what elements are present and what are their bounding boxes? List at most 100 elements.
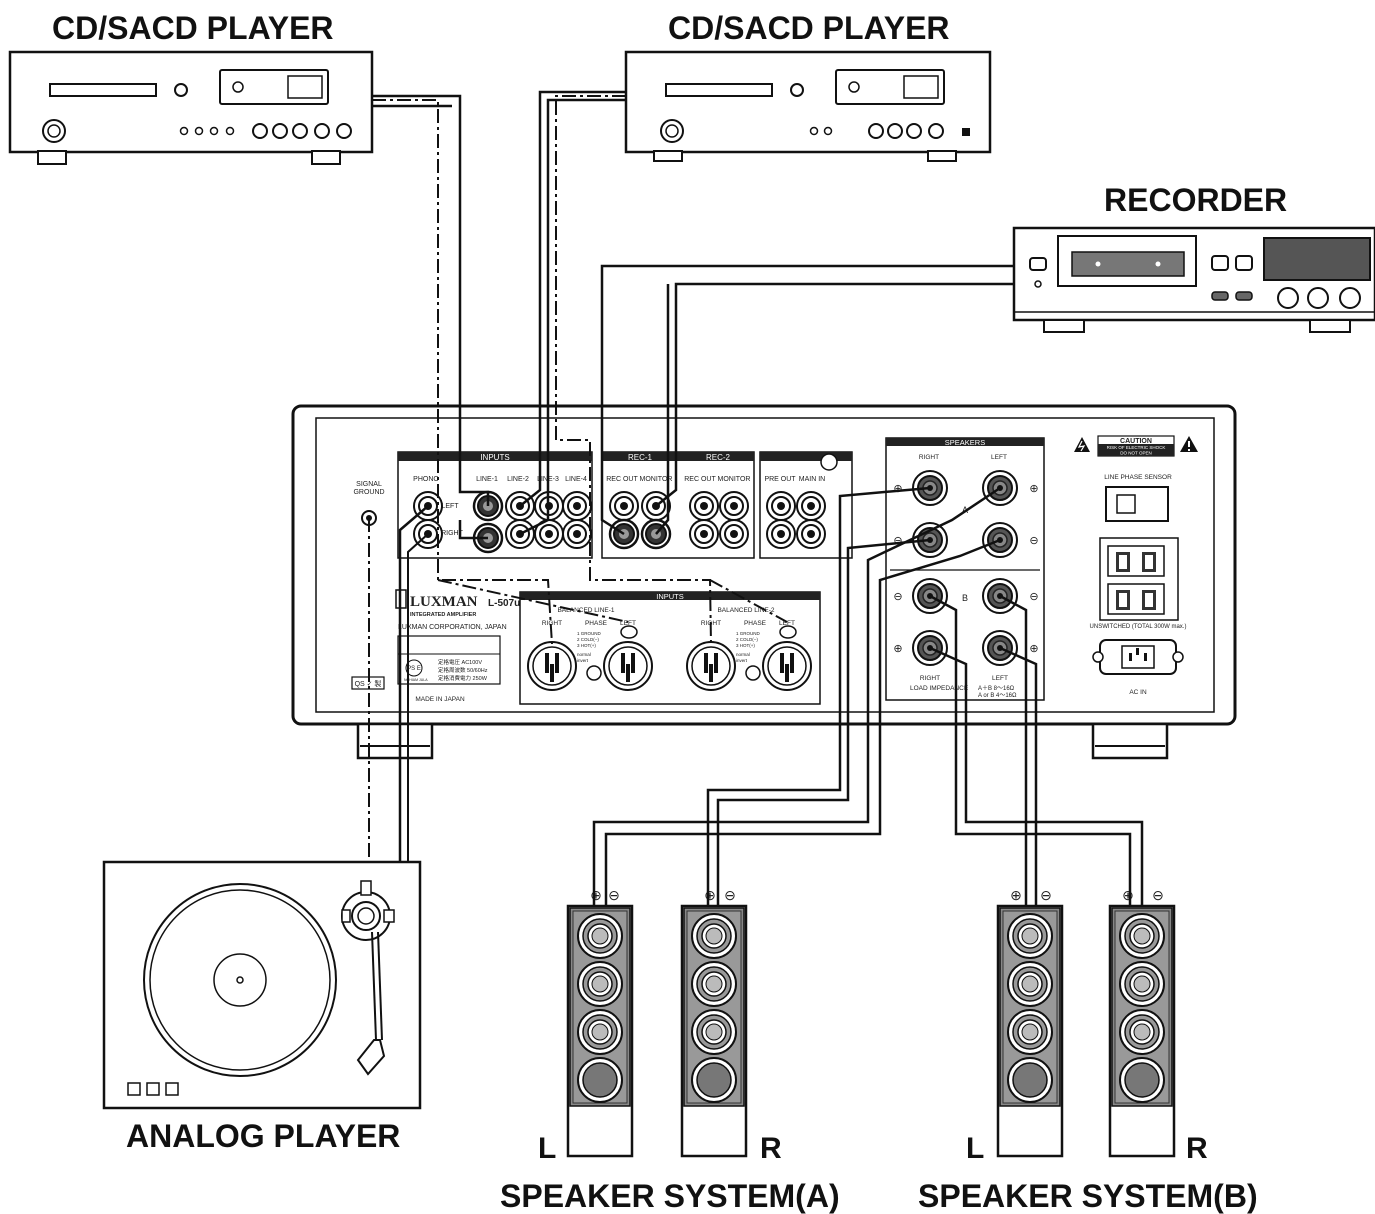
bal2-right-xlr[interactable]: [686, 641, 736, 691]
phono-label: PHONO: [413, 476, 439, 483]
pre-out-right-jack[interactable]: [766, 519, 796, 549]
rec2-monitor-left-jack[interactable]: [719, 491, 749, 521]
balanced2-label: BALANCED LINE-2: [717, 607, 774, 614]
cd-player-2-label: CD/SACD PLAYER: [668, 10, 950, 46]
minus-mark: ⊖: [608, 887, 620, 903]
left-label: LEFT: [441, 503, 459, 510]
bal2-normal: normal: [736, 652, 750, 657]
bal2-left-xlr[interactable]: [762, 641, 812, 691]
bal1-left-xlr[interactable]: [603, 641, 653, 691]
speakers-title: SPEAKERS: [945, 438, 985, 447]
amplifier-rear-panel: SIGNAL GROUND INPUTS PHONO LINE-1 LINE-2…: [291, 404, 1237, 760]
rec1-out-label: REC OUT: [606, 476, 638, 483]
integrated-label: INTEGRATED AMPLIFIER: [410, 612, 476, 618]
signal-ground-label-2: GROUND: [353, 489, 384, 496]
speaker-b-right-label: RIGHT: [920, 675, 940, 682]
speaker-a-right: [682, 906, 746, 1156]
signal-ground-label: SIGNAL: [356, 481, 382, 488]
speaker-b-right-marker: R: [1186, 1132, 1208, 1165]
minus-mark: ⊖: [893, 535, 902, 547]
pse-label: PS E: [407, 666, 421, 672]
unswitched-label: UNSWITCHED (TOTAL 300W max.): [1090, 624, 1187, 630]
bal1-right-label: RIGHT: [542, 620, 562, 627]
main-in-left-jack[interactable]: [796, 491, 826, 521]
line4-label: LINE-4: [565, 476, 587, 483]
spec-3: 定格消費電力 250W: [438, 674, 488, 682]
bal1-normal: normal: [577, 652, 591, 657]
speaker-b-left-marker: L: [966, 1132, 985, 1165]
plus-mark: ⊕: [893, 483, 902, 495]
qs-label: QS ✓ 製: [355, 679, 382, 688]
caution-sub: RISK OF ELECTRIC SHOCK: [1107, 445, 1166, 450]
bal1-left-label: LEFT: [620, 620, 636, 627]
plus-mark: ⊕: [1029, 643, 1038, 655]
impedance-ab: A＋B 8～16Ω: [978, 685, 1015, 692]
line4-left-jack[interactable]: [562, 491, 592, 521]
model-label: L-507u: [488, 598, 520, 609]
bal2-phase-switch[interactable]: [745, 665, 761, 681]
pre-out-left-jack[interactable]: [766, 491, 796, 521]
bal1-phase-label: PHASE: [585, 620, 608, 627]
line1-label: LINE-1: [476, 476, 498, 483]
speaker-left-label: LEFT: [991, 454, 1007, 461]
speaker-b-left-label: LEFT: [992, 675, 1008, 682]
rec2-monitor-right-jack[interactable]: [719, 519, 749, 549]
speaker-b-left: [998, 906, 1062, 1156]
caution-sub-2: DO NOT OPEN: [1120, 451, 1151, 456]
minus-mark: ⊖: [1029, 591, 1038, 603]
load-impedance-label: LOAD IMPEDANCE: [910, 685, 969, 692]
speaker-right-label: RIGHT: [919, 454, 939, 461]
rec1-title: REC-1: [628, 453, 653, 462]
rec1-out-left-jack[interactable]: [609, 491, 639, 521]
main-in-label: MAIN IN: [799, 476, 825, 483]
rec2-monitor-label: MONITOR: [718, 476, 751, 483]
plus-mark: ⊕: [1029, 483, 1038, 495]
spec-2: 定格周波数 50/60Hz: [438, 666, 488, 674]
balanced1-label: BALANCED LINE-1: [557, 607, 614, 614]
cd-player-1-label: CD/SACD PLAYER: [52, 10, 334, 46]
bal1-pin1: 1 GROUND: [577, 631, 602, 636]
spec-1: 定格電圧 AC100V: [438, 658, 482, 666]
minus-mark: ⊖: [724, 887, 736, 903]
speaker-a-left-marker: L: [538, 1132, 557, 1165]
cd-player-1: [8, 50, 374, 165]
cables: [372, 90, 1144, 906]
bal2-phase-label: PHASE: [744, 620, 767, 627]
pre-out-label: PRE OUT: [764, 476, 796, 483]
shock-warning-icon: [1074, 437, 1090, 452]
right-label: RIGHT: [441, 530, 464, 537]
speaker-a-right-marker: R: [760, 1132, 782, 1165]
plus-mark: ⊕: [1122, 887, 1134, 903]
minus-mark: ⊖: [893, 591, 902, 603]
rec2-out-left-jack[interactable]: [689, 491, 719, 521]
bal1-invert: invert: [577, 658, 589, 663]
bal1-right-xlr[interactable]: [527, 641, 577, 691]
recorder: [1012, 226, 1375, 333]
corp-label: LUXMAN CORPORATION, JAPAN: [398, 624, 507, 631]
rec2-out-label: REC OUT: [684, 476, 716, 483]
balanced-inputs-title: INPUTS: [656, 592, 684, 601]
bal1-phase-switch[interactable]: [586, 665, 602, 681]
plus-mark: ⊕: [1010, 887, 1022, 903]
line-phase-sensor[interactable]: [1105, 486, 1169, 522]
made-in-label: MADE IN JAPAN: [415, 696, 465, 703]
speaker-b-right: [1110, 906, 1174, 1156]
bal1-pin3: 3 HOT(+): [577, 643, 596, 648]
recorder-label: RECORDER: [1104, 182, 1288, 218]
inputs-title: INPUTS: [480, 453, 509, 462]
speaker-b-label: B: [962, 593, 968, 603]
caution-title: CAUTION: [1120, 438, 1152, 445]
minus-mark: ⊖: [1152, 887, 1164, 903]
rec2-out-right-jack[interactable]: [689, 519, 719, 549]
line2-label: LINE-2: [507, 476, 529, 483]
rec1-monitor-label: MONITOR: [640, 476, 673, 483]
main-in-right-jack[interactable]: [796, 519, 826, 549]
bal1-pin2: 2 COLD(−): [577, 637, 599, 642]
cd-player-2: [624, 50, 992, 162]
line4-right-jack[interactable]: [562, 519, 592, 549]
speaker-system-b-label: SPEAKER SYSTEM(B): [918, 1178, 1258, 1214]
minus-mark: ⊖: [1029, 535, 1038, 547]
minus-mark: ⊖: [1040, 887, 1052, 903]
bal2-pin2: 2 COLD(−): [736, 637, 758, 642]
